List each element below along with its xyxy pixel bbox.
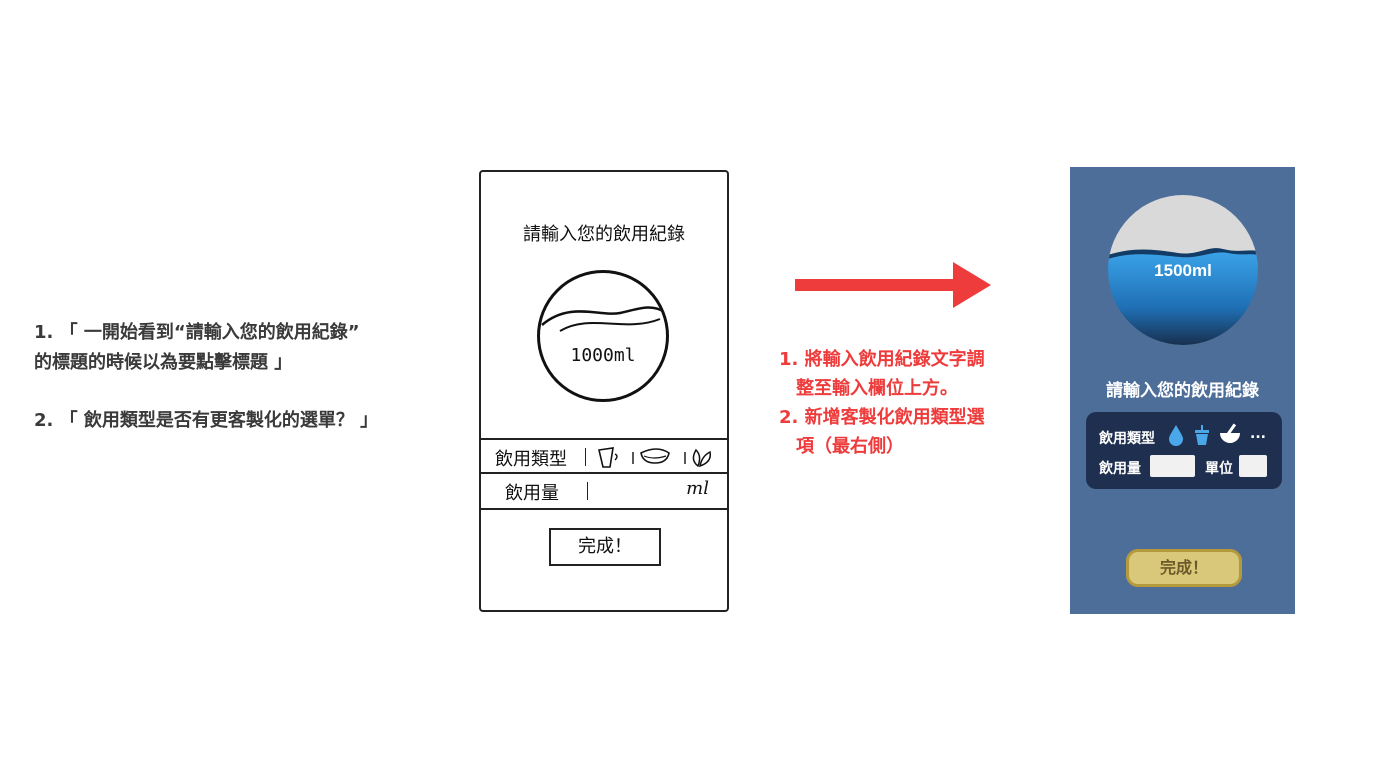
volume-label: 飲用量 <box>1099 461 1141 477</box>
change-item-1-line-2: 整至輸入欄位上方。 <box>796 378 958 399</box>
water-gauge: 1500ml <box>1108 195 1258 345</box>
page-title: 請輸入您的飲用紀錄 <box>1106 381 1259 401</box>
water-drop-icon[interactable] <box>1168 424 1184 446</box>
amount-display: 1500ml <box>1154 261 1212 280</box>
sketch-volume-row: 飲用量 ml <box>481 472 727 510</box>
type-label: 飲用類型 <box>1099 431 1155 447</box>
change-item-2-line-2: 項（最右側） <box>796 436 904 457</box>
separator <box>585 448 586 466</box>
done-button[interactable]: 完成！ <box>1126 549 1242 587</box>
change-item-2-line-1: 2. 新增客製化飲用類型選 <box>779 407 985 428</box>
water-wave-icon <box>1108 248 1258 345</box>
feedback-notes: 1. 「 一開始看到“請輸入您的飲用紀錄” 的標題的時候以為要點擊標題 」 2.… <box>34 318 378 436</box>
cup-icon[interactable] <box>1194 424 1210 446</box>
sketch-type-label: 飲用類型 <box>495 449 567 470</box>
input-panel: 飲用類型 ... 飲用量 單位 <box>1086 412 1282 489</box>
sketch-water-gauge: 1000ml <box>537 270 669 402</box>
more-types-button[interactable]: ... <box>1250 426 1266 442</box>
volume-input[interactable] <box>1150 455 1195 477</box>
bowl-icon[interactable] <box>1219 422 1241 444</box>
sketch-title: 請輸入您的飲用紀錄 <box>523 224 685 245</box>
sketch-type-icons <box>598 447 712 468</box>
change-item-1-line-1: 1. 將輸入飲用紀錄文字調 <box>779 349 985 370</box>
right-arrow-icon <box>795 262 991 308</box>
sketch-done-button[interactable]: 完成！ <box>549 528 661 566</box>
unit-input[interactable] <box>1239 455 1267 477</box>
feedback-item-2: 2. 「 飲用類型是否有更客製化的選單？ 」 <box>34 410 379 431</box>
feedback-item-1-line-2: 的標題的時候以為要點擊標題 」 <box>34 352 293 373</box>
app-mockup: 1500ml 請輸入您的飲用紀錄 飲用類型 ... 飲用量 單位 完成！ <box>1070 167 1295 614</box>
sketch-amount: 1000ml <box>570 345 636 366</box>
sketch-wireframe: 請輸入您的飲用紀錄 1000ml 飲用類型 飲用量 ml 完成！ <box>479 170 729 612</box>
unit-label: 單位 <box>1205 461 1233 477</box>
sketch-unit: ml <box>686 478 709 499</box>
sketch-volume-label: 飲用量 <box>505 483 559 504</box>
sketch-wave-icon <box>541 306 666 332</box>
change-notes: 1. 將輸入飲用紀錄文字調 整至輸入欄位上方。 2. 新增客製化飲用類型選 項（… <box>779 345 985 461</box>
feedback-item-1-line-1: 1. 「 一開始看到“請輸入您的飲用紀錄” <box>34 322 360 343</box>
sketch-type-row: 飲用類型 <box>481 438 727 474</box>
separator <box>587 482 588 500</box>
